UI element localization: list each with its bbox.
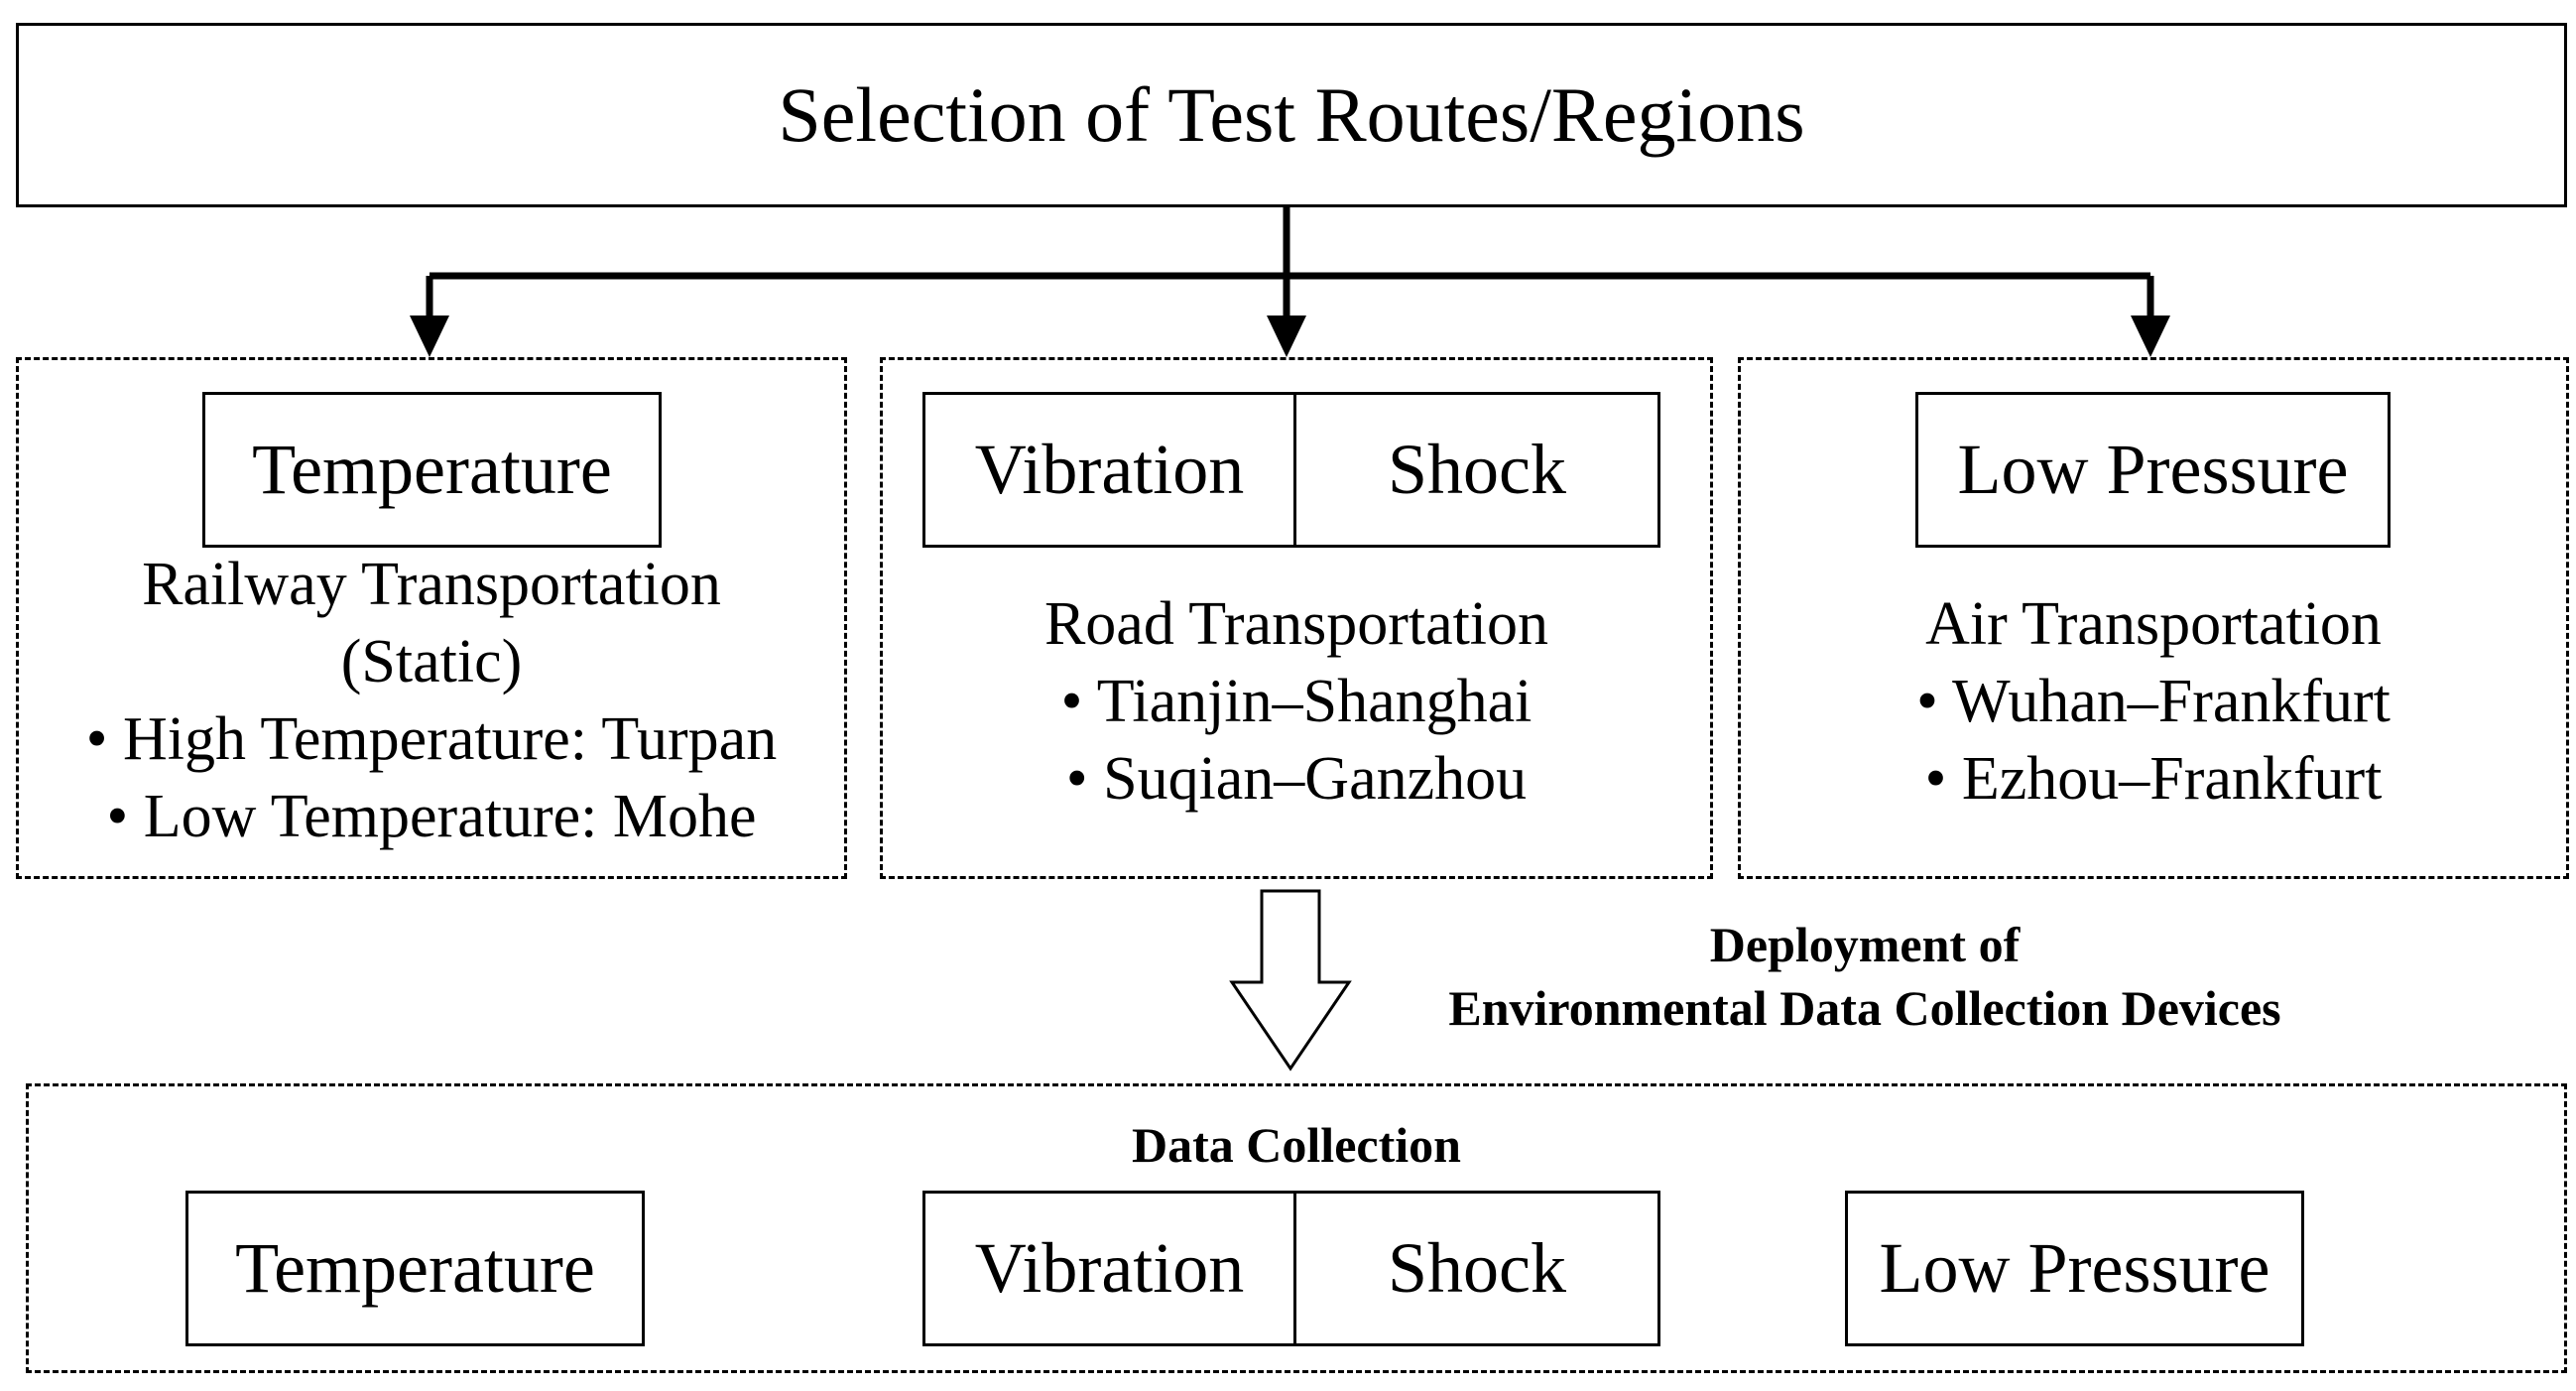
collection-vibration-box: Vibration xyxy=(922,1191,1296,1346)
list-item: • Wuhan–Frankfurt xyxy=(1916,668,2391,735)
title-text: Selection of Test Routes/Regions xyxy=(778,71,1805,158)
vibration-box: Vibration xyxy=(922,392,1296,548)
list-item: • Ezhou–Frankfurt xyxy=(1924,745,2383,813)
air-heading: Air Transportation xyxy=(1925,590,2382,658)
deployment-line-2: Environmental Data Collection Devices xyxy=(1448,980,2281,1036)
temperature-box: Temperature xyxy=(202,392,662,548)
road-heading: Road Transportation xyxy=(1043,590,1549,658)
collection-temperature-box: Temperature xyxy=(185,1191,645,1346)
collection-shock-box: Shock xyxy=(1293,1191,1660,1346)
list-item: • Low Temperature: Mohe xyxy=(106,783,757,850)
hollow-down-arrow xyxy=(1229,889,1352,1072)
deployment-label: Deployment of Environmental Data Collect… xyxy=(1339,913,2391,1040)
title-box: Selection of Test Routes/Regions xyxy=(16,23,2567,207)
collection-low-pressure-box: Low Pressure xyxy=(1845,1191,2304,1346)
arrowhead-left xyxy=(410,316,449,357)
railway-subheading: (Static) xyxy=(340,628,523,696)
arrowhead-center xyxy=(1267,316,1306,357)
list-item: • High Temperature: Turpan xyxy=(85,705,778,773)
railway-text: Railway Transportation (Static) • High T… xyxy=(16,546,847,855)
arrowhead-right xyxy=(2131,316,2170,357)
railway-heading: Railway Transportation xyxy=(142,551,721,618)
air-text: Air Transportation • Wuhan–Frankfurt • E… xyxy=(1738,585,2569,818)
list-item: • Suqian–Ganzhou xyxy=(1065,745,1528,813)
data-collection-group xyxy=(26,1083,2567,1373)
deployment-line-1: Deployment of xyxy=(1709,917,2021,972)
road-text: Road Transportation • Tianjin–Shanghai •… xyxy=(880,585,1713,818)
air-group xyxy=(1738,357,2569,879)
railway-group xyxy=(16,357,847,879)
road-group xyxy=(880,357,1713,879)
list-item: • Tianjin–Shanghai xyxy=(1060,668,1533,735)
low-pressure-box: Low Pressure xyxy=(1915,392,2391,548)
shock-box: Shock xyxy=(1293,392,1660,548)
data-collection-title: Data Collection xyxy=(1132,1117,1461,1173)
